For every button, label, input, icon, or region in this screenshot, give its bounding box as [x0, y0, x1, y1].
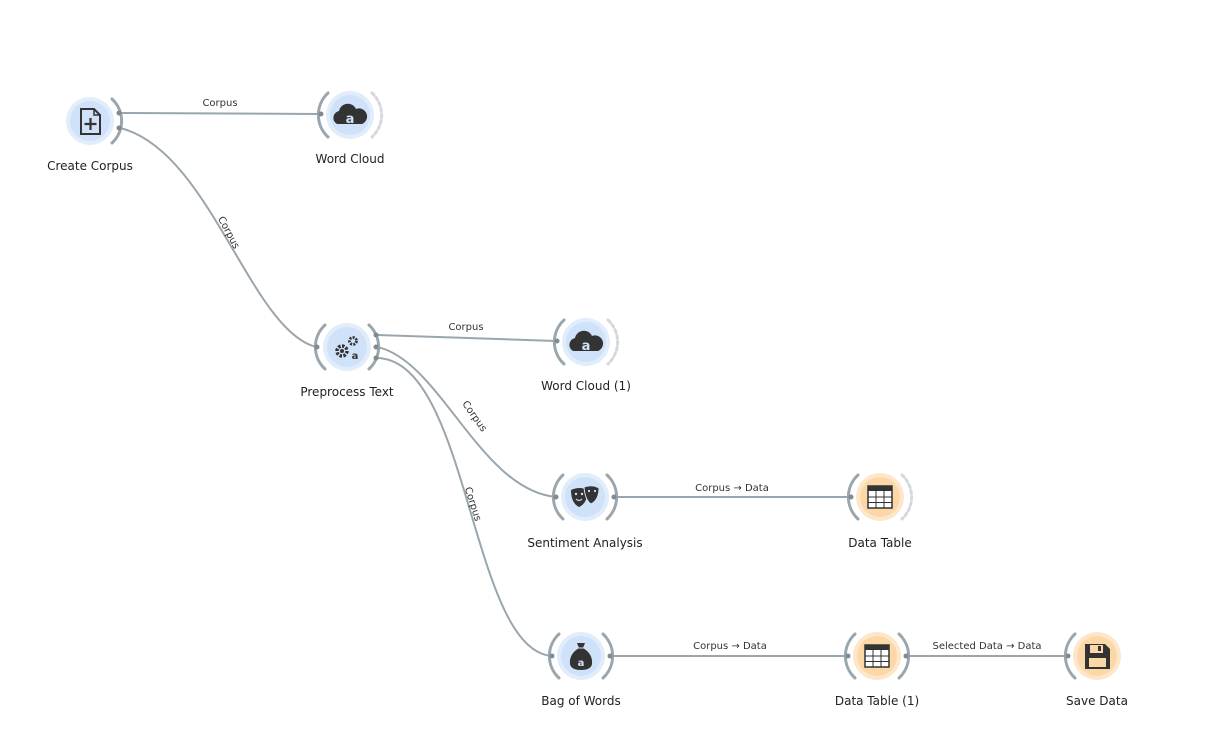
gears-icon: a [335, 336, 359, 362]
link-label: Corpus → Data [695, 483, 769, 494]
svg-text:a: a [578, 658, 585, 669]
svg-text:a: a [582, 339, 591, 354]
link-label: Corpus → Data [693, 641, 767, 652]
node-label: Bag of Words [541, 694, 621, 708]
node-bag-of-words[interactable]: a Bag of Words [541, 632, 621, 708]
node-label: Preprocess Text [300, 385, 394, 399]
node-label: Word Cloud (1) [541, 379, 631, 393]
node-label: Word Cloud [316, 152, 385, 166]
node-save-data[interactable]: Save Data [1063, 632, 1128, 708]
link-label: Corpus [448, 322, 483, 333]
link-label: Corpus [202, 98, 237, 109]
node-label: Create Corpus [47, 159, 133, 173]
link-label: Selected Data → Data [932, 641, 1041, 652]
theater-masks-icon [571, 485, 600, 507]
table-icon [867, 485, 893, 509]
node-label: Data Table [848, 536, 912, 550]
node-label: Save Data [1066, 694, 1128, 708]
cloud-icon: a [333, 103, 368, 127]
link-create-corpus-to-word-cloud[interactable]: Corpus [119, 98, 321, 115]
link-preprocess-text-to-word-cloud-1[interactable]: Corpus [376, 322, 557, 342]
link-bag-of-words-to-data-table-1[interactable]: Corpus → Data [611, 641, 848, 657]
link-data-table-1-to-save-data[interactable]: Selected Data → Data [907, 641, 1068, 657]
node-word-cloud[interactable]: a Word Cloud [316, 91, 385, 166]
cloud-icon: a [569, 330, 604, 354]
node-create-corpus[interactable]: Create Corpus [47, 97, 133, 173]
link-sentiment-analysis-to-data-table[interactable]: Corpus → Data [615, 483, 850, 498]
node-label: Sentiment Analysis [527, 536, 642, 550]
node-word-cloud-1[interactable]: a Word Cloud (1) [541, 318, 631, 393]
node-data-table-1[interactable]: Data Table (1) [835, 632, 919, 708]
node-preprocess-text[interactable]: a Preprocess Text [300, 323, 394, 399]
svg-text:a: a [346, 112, 355, 127]
link-create-corpus-to-preprocess-text[interactable]: Corpus [119, 127, 317, 348]
file-plus-icon [80, 108, 101, 135]
money-bag-icon: a [569, 643, 593, 670]
node-sentiment-analysis[interactable]: Sentiment Analysis [527, 473, 643, 550]
floppy-disk-icon [1085, 644, 1110, 669]
node-label: Data Table (1) [835, 694, 919, 708]
svg-text:a: a [352, 351, 359, 362]
node-data-table[interactable]: Data Table [846, 473, 914, 550]
table-icon [864, 644, 890, 668]
